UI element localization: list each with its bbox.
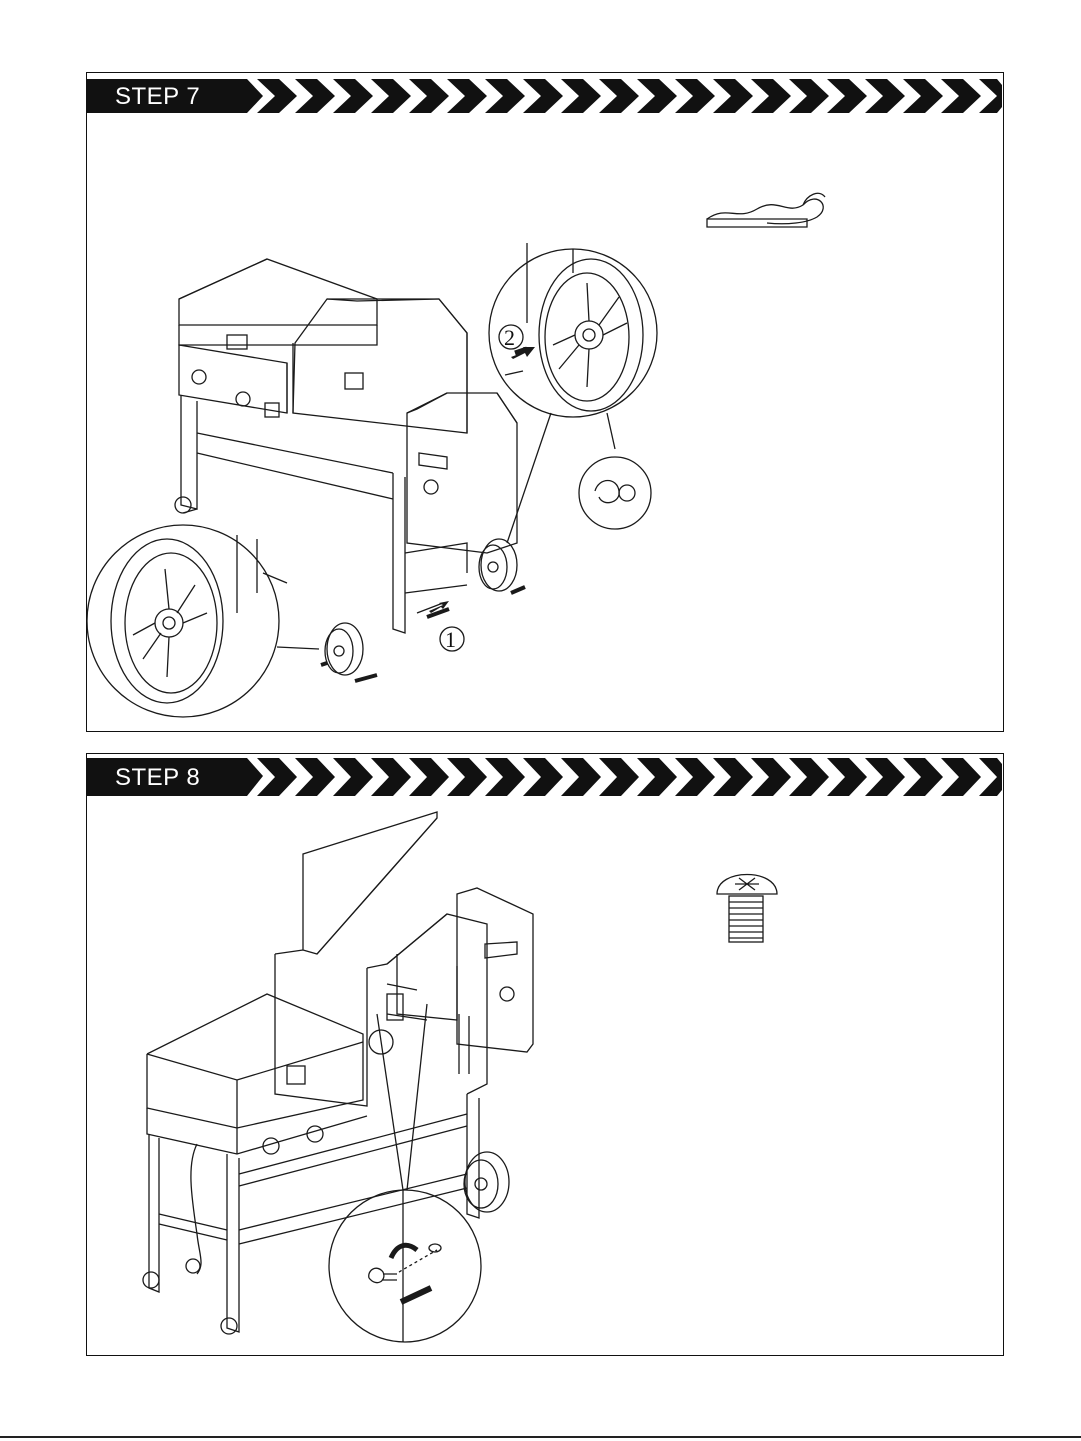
grill-assembly-open xyxy=(143,812,533,1334)
grill-assembly xyxy=(175,259,517,633)
wheel-left-small xyxy=(321,623,377,681)
truss-head-bolt-icon xyxy=(717,875,777,943)
hitch-pin-icon xyxy=(707,193,825,227)
callout-1: 1 xyxy=(445,627,456,653)
wheel-right-small xyxy=(479,539,525,593)
step-8-panel: STEP 8 xyxy=(86,753,1004,1356)
detail-circle-bolt xyxy=(329,1004,481,1342)
callout-2: 2 xyxy=(504,325,515,351)
detail-circle-hitch-pin xyxy=(579,457,651,529)
detail-circle-wheel-left xyxy=(87,525,319,717)
detail-circle-wheel-right xyxy=(489,243,657,543)
step-7-panel: STEP 7 xyxy=(86,72,1004,732)
step-8-illustration xyxy=(87,754,1003,1355)
step-7-illustration xyxy=(87,73,1003,731)
wheel-right xyxy=(464,1152,509,1212)
page-bottom-rule xyxy=(0,1436,1081,1438)
